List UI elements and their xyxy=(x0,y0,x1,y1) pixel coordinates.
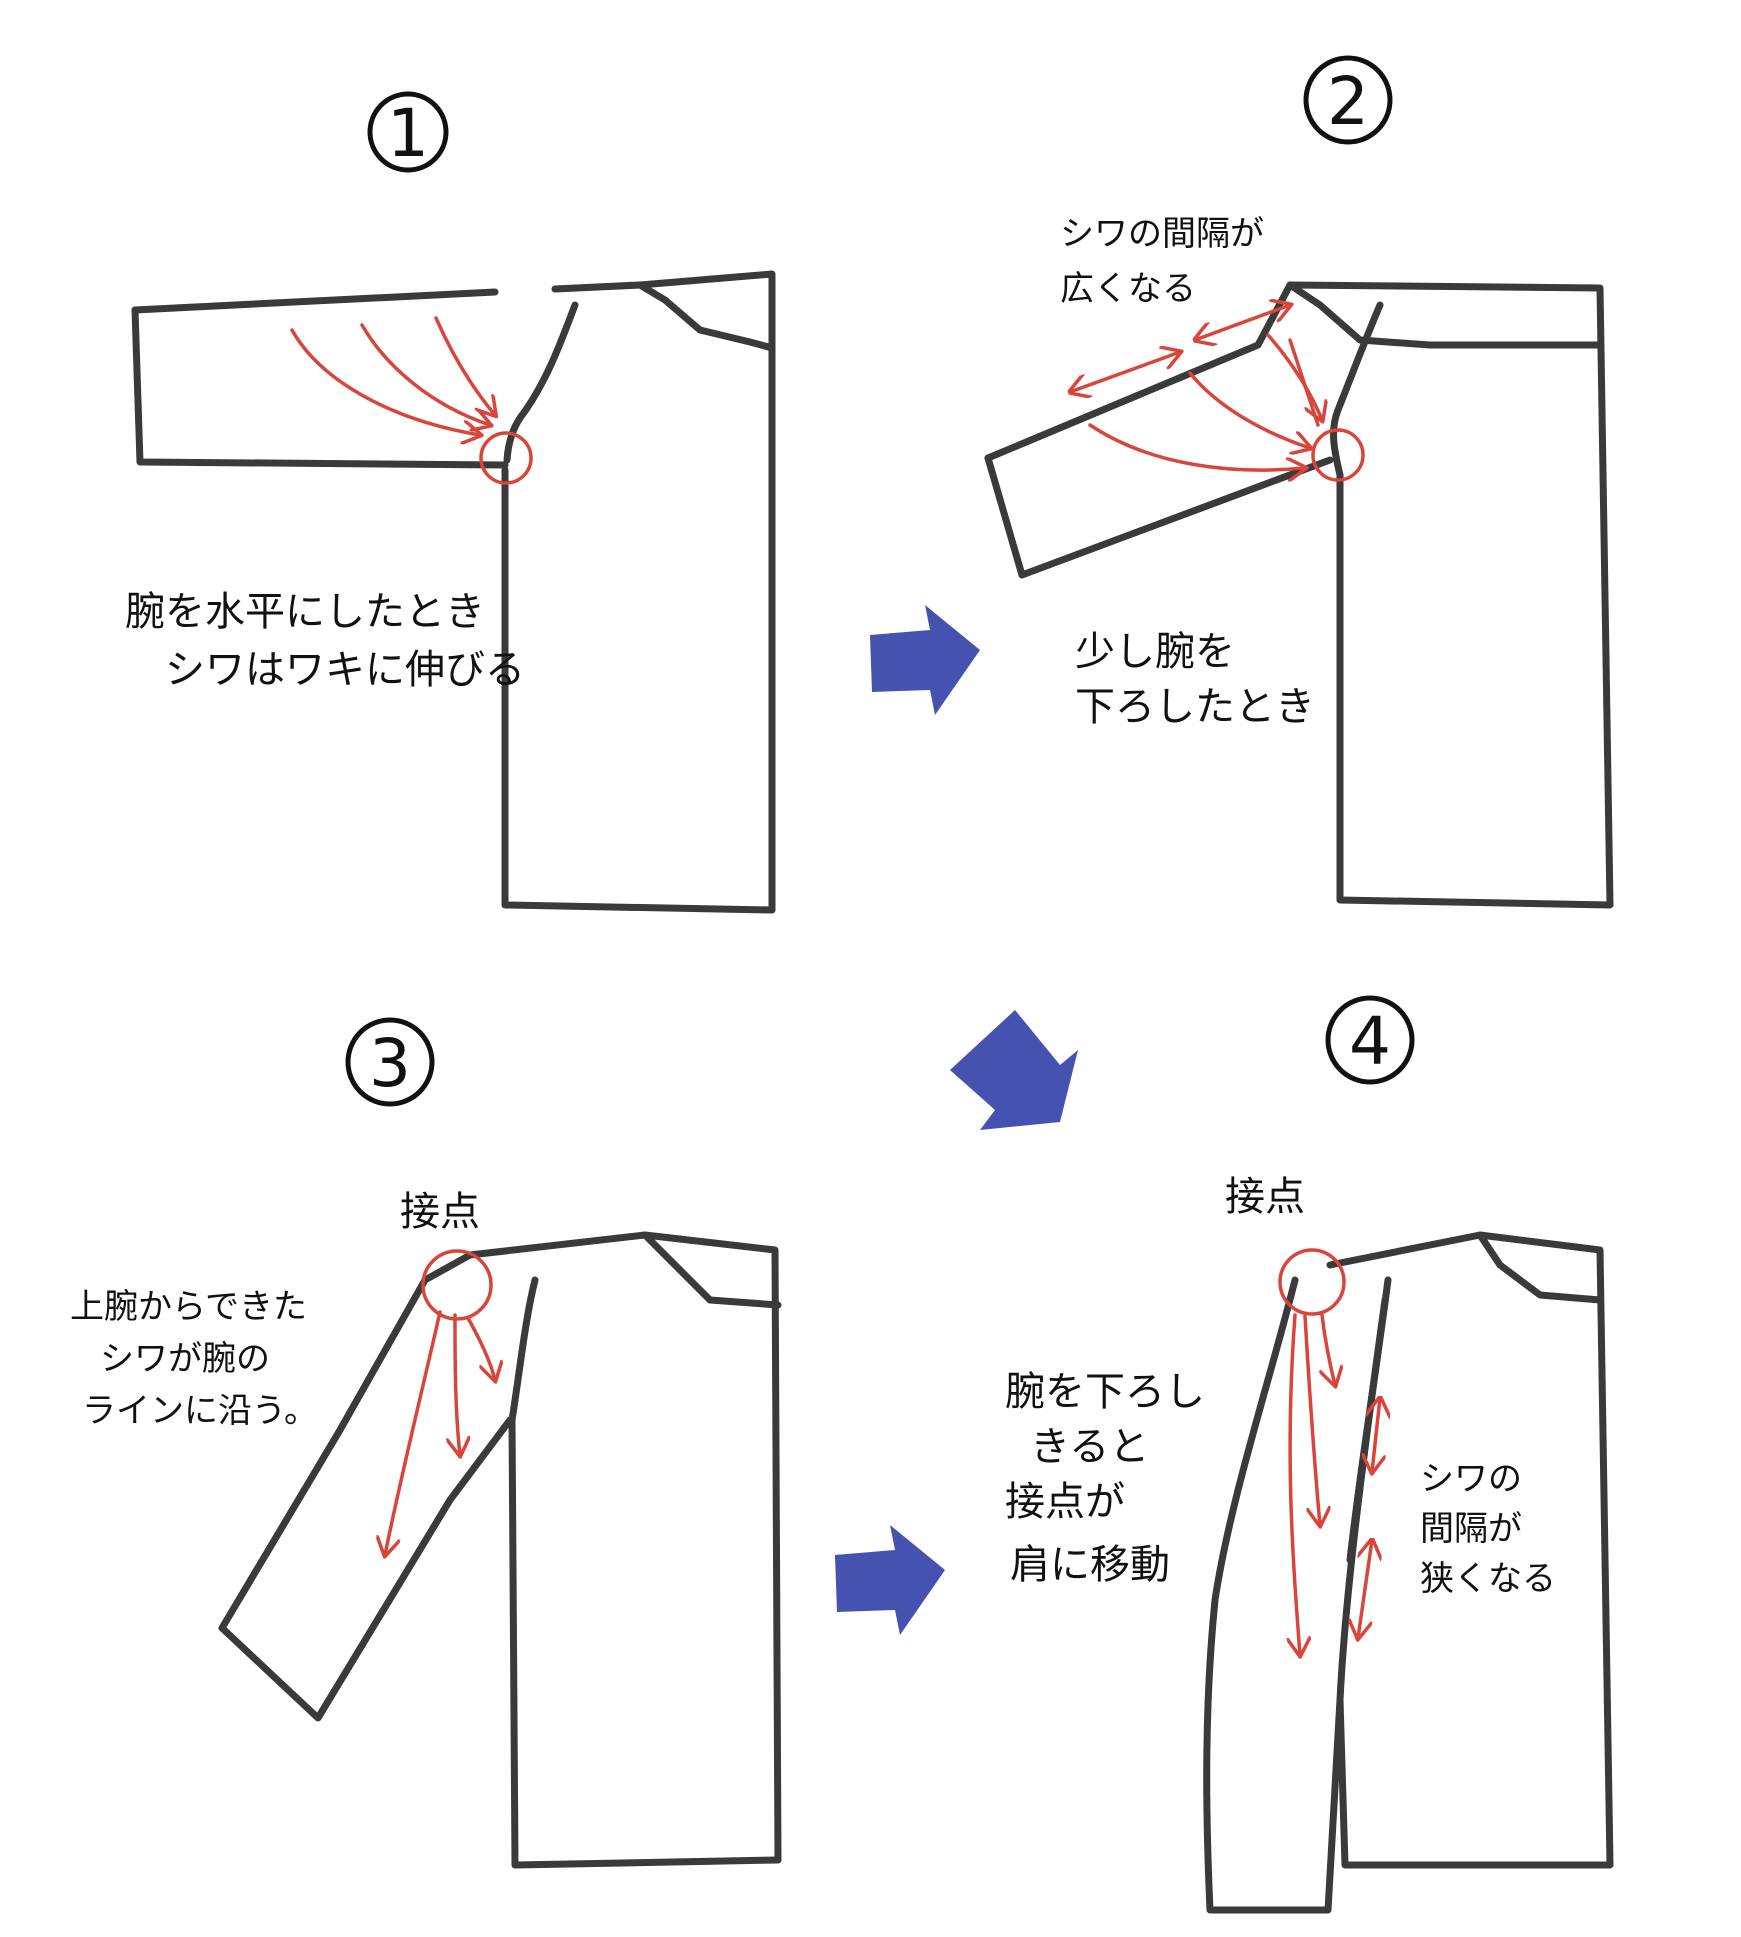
caption: 腕を下ろし きると 接点が 肩に移動 xyxy=(1005,1369,1205,1588)
panel-3: 3 接点 上腕からできた シワが腕の ラインに沿う。 xyxy=(70,1017,782,1869)
svg-text:少し腕を: 少し腕を xyxy=(1075,629,1235,675)
step-arrow-down-left xyxy=(950,1010,1078,1130)
svg-text:シワの間隔が: シワの間隔が xyxy=(1060,214,1264,254)
step-number-circle xyxy=(345,1017,435,1107)
caption: 腕を水平にしたとき シワはワキに伸びる xyxy=(125,589,525,693)
step-number-circle xyxy=(367,91,449,173)
shirt-outline xyxy=(218,1231,782,1869)
armpit-circle xyxy=(1311,428,1365,482)
step-arrow-right xyxy=(870,605,980,715)
crease-arrows xyxy=(385,1310,495,1555)
crease-arrows xyxy=(1290,1313,1335,1655)
svg-text:広くなる: 広くなる xyxy=(1060,269,1196,309)
caption: 上腕からできた シワが腕の ラインに沿う。 xyxy=(70,1287,318,1431)
svg-text:腕を水平にしたとき: 腕を水平にしたとき xyxy=(125,589,485,635)
contact-point-label: 接点 xyxy=(1225,1174,1305,1220)
step-number: 4 xyxy=(1349,1003,1391,1080)
svg-text:接点が: 接点が xyxy=(1005,1479,1125,1525)
step-number: 1 xyxy=(387,95,429,172)
panel-2: 2 シワの間隔が 広くなる 少し腕を 下ろしたとき xyxy=(984,55,1614,909)
svg-text:間隔が: 間隔が xyxy=(1420,1509,1522,1549)
spacing-arrows xyxy=(1070,305,1290,392)
spacing-note: シワの 間隔が 狭くなる xyxy=(1420,1459,1556,1599)
svg-text:きると: きると xyxy=(1030,1424,1149,1470)
crease-arrows xyxy=(290,316,495,435)
contact-point-label: 接点 xyxy=(400,1189,480,1235)
caption: 少し腕を 下ろしたとき xyxy=(1075,629,1315,730)
svg-text:下ろしたとき: 下ろしたとき xyxy=(1075,684,1315,730)
svg-text:シワの: シワの xyxy=(1420,1459,1522,1499)
svg-text:ラインに沿う。: ラインに沿う。 xyxy=(82,1391,318,1431)
step-number-circle xyxy=(1303,55,1393,145)
spacing-note: シワの間隔が 広くなる xyxy=(1060,214,1264,309)
step-number: 2 xyxy=(1327,63,1369,140)
armpit-circle xyxy=(479,431,533,485)
contact-point-circle xyxy=(421,1249,493,1321)
panel-4: 4 接点 腕を下ろし きると 接点が 肩に移動 シワの 間隔が 狭く xyxy=(1005,995,1614,1914)
panel-1: 1 腕を水平にしたとき シワはワキに伸びる xyxy=(125,91,776,914)
svg-text:シワはワキに伸びる: シワはワキに伸びる xyxy=(165,647,525,693)
svg-text:上腕からできた: 上腕からできた xyxy=(70,1287,307,1327)
shirt-outline xyxy=(131,270,776,914)
step-arrow-right xyxy=(835,1525,945,1635)
spacing-arrows xyxy=(1358,1398,1380,1638)
svg-text:狭くなる: 狭くなる xyxy=(1420,1559,1556,1599)
step-number: 3 xyxy=(369,1025,411,1102)
svg-text:シワが腕の: シワが腕の xyxy=(100,1339,270,1379)
step-number-circle xyxy=(1325,995,1415,1085)
svg-text:腕を下ろし: 腕を下ろし xyxy=(1005,1369,1205,1415)
contact-point-circle xyxy=(1278,1248,1346,1316)
svg-text:肩に移動: 肩に移動 xyxy=(1010,1542,1170,1588)
